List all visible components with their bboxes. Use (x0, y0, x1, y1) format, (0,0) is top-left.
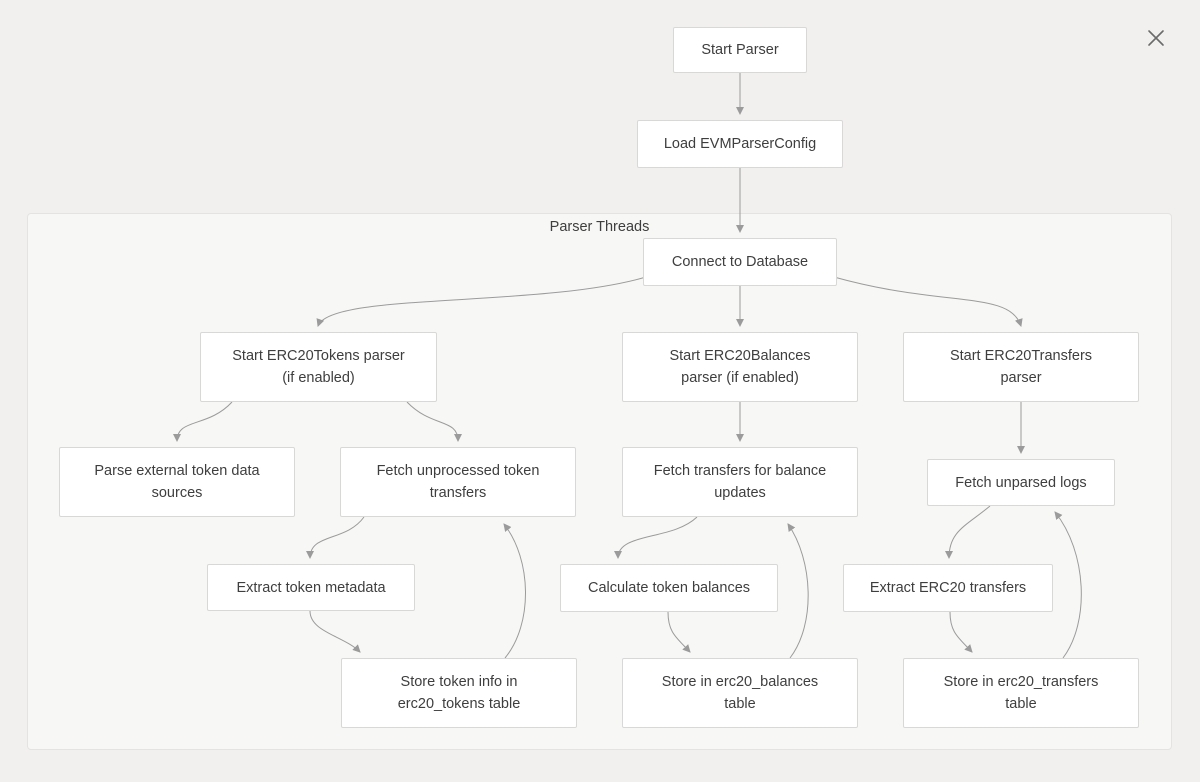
close-button[interactable] (1142, 24, 1170, 52)
node-store-balances: Store in erc20_balances table (622, 658, 858, 728)
node-fetch-unprocessed: Fetch unprocessed token transfers (340, 447, 576, 517)
node-store-transfers: Store in erc20_transfers table (903, 658, 1139, 728)
node-parse-external: Parse external token data sources (59, 447, 295, 517)
close-icon (1148, 30, 1164, 46)
node-calc-balances: Calculate token balances (560, 564, 778, 612)
node-start-balances: Start ERC20Balances parser (if enabled) (622, 332, 858, 402)
node-extract-metadata: Extract token metadata (207, 564, 415, 611)
node-start-parser: Start Parser (673, 27, 807, 73)
node-fetch-logs: Fetch unparsed logs (927, 459, 1115, 506)
node-fetch-transfers: Fetch transfers for balance updates (622, 447, 858, 517)
node-start-transfers: Start ERC20Transfers parser (903, 332, 1139, 402)
node-start-tokens: Start ERC20Tokens parser (if enabled) (200, 332, 437, 402)
parser-threads-label: Parser Threads (549, 219, 650, 235)
node-store-tokens: Store token info in erc20_tokens table (341, 658, 577, 728)
node-connect-db: Connect to Database (643, 238, 837, 286)
node-load-config: Load EVMParserConfig (637, 120, 843, 168)
node-extract-erc20: Extract ERC20 transfers (843, 564, 1053, 612)
